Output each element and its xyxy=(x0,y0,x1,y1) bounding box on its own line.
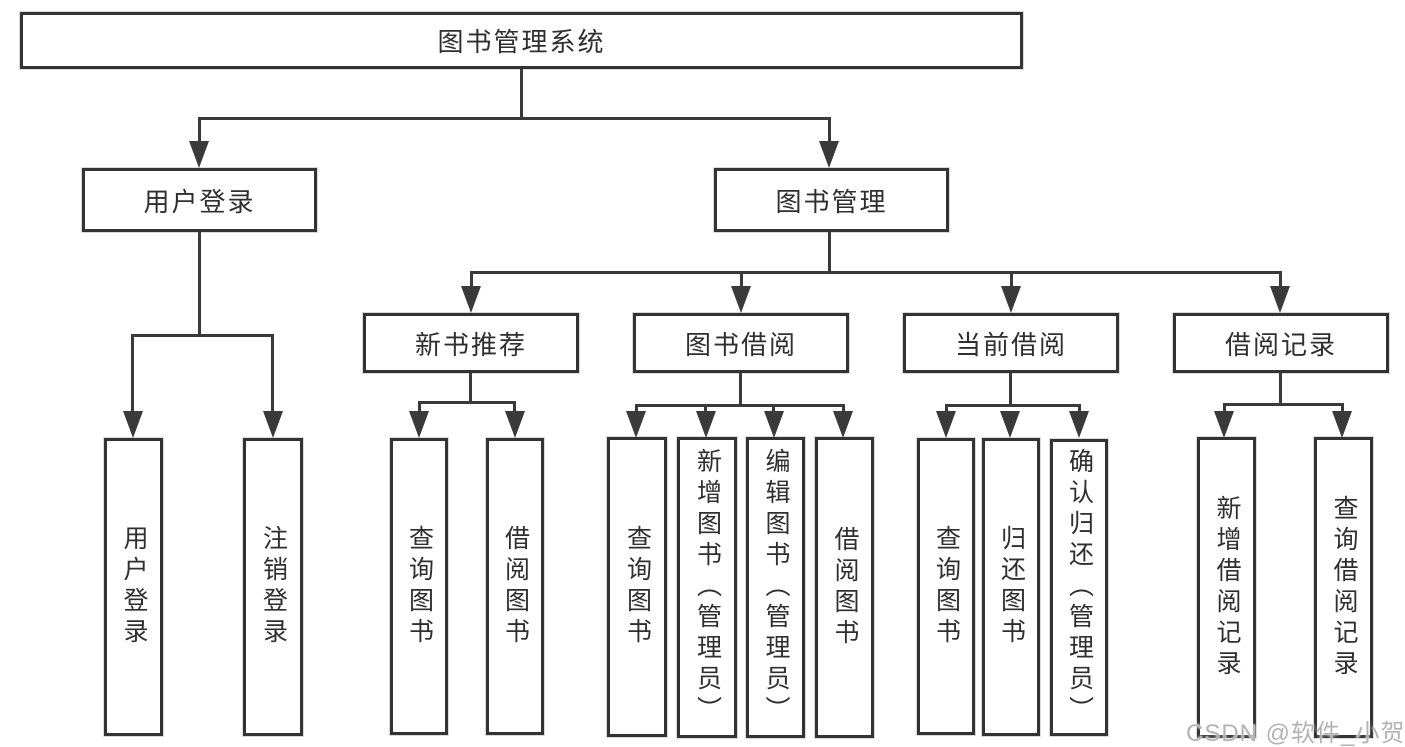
connector-vline xyxy=(131,334,134,414)
node-current-borrow-label: 当前借阅 xyxy=(954,329,1067,360)
leaf-label: 查询图书 xyxy=(623,525,652,649)
connector-vline xyxy=(1341,403,1344,416)
leaf-label: 查询图书 xyxy=(932,524,961,649)
node-new-book-recommend-label: 新书推荐 xyxy=(414,329,527,360)
node-borrow-records: 借阅记录 xyxy=(1173,313,1389,373)
connector-vline xyxy=(828,232,831,274)
arrow-down-icon xyxy=(409,411,429,438)
arrow-down-icon xyxy=(696,411,716,438)
leaf-user-login: 用户登录 xyxy=(104,438,163,736)
leaf-edit-book-admin: 编辑图书（管理员） xyxy=(746,437,805,738)
connector-hline xyxy=(131,334,274,337)
arrow-down-icon xyxy=(461,286,481,313)
arrow-down-icon xyxy=(263,411,283,438)
leaf-confirm-return-admin: 确认归还（管理员） xyxy=(1050,439,1108,736)
connector-vline xyxy=(1078,404,1081,416)
leaf-label: 注销登录 xyxy=(259,525,288,649)
arrow-down-icon xyxy=(1214,411,1234,438)
connector-hline xyxy=(470,271,1282,274)
arrow-down-icon xyxy=(1069,411,1089,438)
connector-vline xyxy=(1009,373,1012,407)
arrow-down-icon xyxy=(819,141,839,168)
leaf-add-book-admin: 新增图书（管理员） xyxy=(677,437,737,738)
connector-vline xyxy=(469,373,472,404)
arrow-down-icon xyxy=(189,141,209,168)
leaf-label: 借阅图书 xyxy=(501,524,530,649)
leaf-label: 确认归还（管理员） xyxy=(1065,448,1094,727)
connector-vline xyxy=(635,404,638,416)
connector-vline xyxy=(945,404,948,416)
leaf-logout: 注销登录 xyxy=(243,438,303,736)
node-user-login: 用户登录 xyxy=(82,168,317,232)
arrow-down-icon xyxy=(1001,286,1021,313)
leaf-query-book-current: 查询图书 xyxy=(917,438,975,735)
connector-vline xyxy=(842,404,845,416)
leaf-label: 借阅图书 xyxy=(831,525,859,650)
leaf-label: 归还图书 xyxy=(997,525,1026,649)
connector-vline xyxy=(271,334,274,414)
arrow-down-icon xyxy=(626,411,646,438)
connector-vline xyxy=(198,232,201,337)
leaf-label: 新增借阅记录 xyxy=(1213,494,1241,681)
arrow-down-icon xyxy=(505,411,525,438)
node-borrow-records-label: 借阅记录 xyxy=(1224,329,1337,360)
arrow-down-icon xyxy=(936,411,956,438)
connector-hline xyxy=(635,404,845,407)
arrow-down-icon xyxy=(1270,286,1290,313)
arrow-down-icon xyxy=(764,411,784,438)
arrow-down-icon xyxy=(833,411,853,438)
leaf-label: 编辑图书（管理员） xyxy=(762,448,790,727)
leaf-return-book: 归还图书 xyxy=(982,438,1040,736)
node-current-borrow: 当前借阅 xyxy=(903,313,1119,373)
node-root: 图书管理系统 xyxy=(20,12,1023,69)
leaf-add-borrow-record: 新增借阅记录 xyxy=(1197,437,1256,738)
connector-vline xyxy=(1010,271,1013,291)
connector-hline xyxy=(418,401,516,404)
leaf-query-book-borrow: 查询图书 xyxy=(607,437,667,737)
connector-vline xyxy=(198,117,201,147)
node-new-book-recommend: 新书推荐 xyxy=(363,313,579,373)
connector-vline xyxy=(418,401,421,415)
leaf-label: 用户登录 xyxy=(120,525,148,649)
arrow-down-icon xyxy=(1332,411,1352,438)
connector-hline xyxy=(1223,403,1344,406)
node-book-management-label: 图书管理 xyxy=(775,186,888,217)
leaf-query-borrow-record: 查询借阅记录 xyxy=(1314,437,1373,738)
csdn-watermark: CSDN @软件_小贺同学 xyxy=(1186,720,1405,747)
arrow-down-icon xyxy=(731,286,751,313)
node-book-borrow: 图书借阅 xyxy=(633,313,849,373)
connector-hline xyxy=(945,404,1081,407)
connector-vline xyxy=(772,404,775,416)
leaf-query-book-newbook: 查询图书 xyxy=(390,438,448,735)
leaf-label: 查询借阅记录 xyxy=(1330,494,1358,681)
node-root-label: 图书管理系统 xyxy=(437,27,606,57)
connector-vline xyxy=(1279,271,1282,291)
connector-vline xyxy=(740,271,743,291)
node-user-login-label: 用户登录 xyxy=(143,186,256,217)
leaf-label: 查询图书 xyxy=(405,524,434,649)
connector-vline xyxy=(1279,373,1282,406)
connector-vline xyxy=(1223,403,1226,416)
connector-vline xyxy=(513,401,516,415)
connector-vline xyxy=(520,69,523,120)
connector-vline xyxy=(470,271,473,291)
arrow-down-icon xyxy=(123,411,143,438)
connector-vline xyxy=(739,373,742,407)
connector-hline xyxy=(198,117,831,120)
leaf-borrow-book: 借阅图书 xyxy=(815,437,874,738)
arrow-down-icon xyxy=(1000,411,1020,438)
connector-vline xyxy=(704,404,707,416)
leaf-label: 新增图书（管理员） xyxy=(693,448,722,727)
leaf-borrow-book-newbook: 借阅图书 xyxy=(486,438,544,735)
node-book-borrow-label: 图书借阅 xyxy=(684,329,797,360)
node-book-management: 图书管理 xyxy=(714,168,949,232)
connector-vline xyxy=(828,117,831,147)
